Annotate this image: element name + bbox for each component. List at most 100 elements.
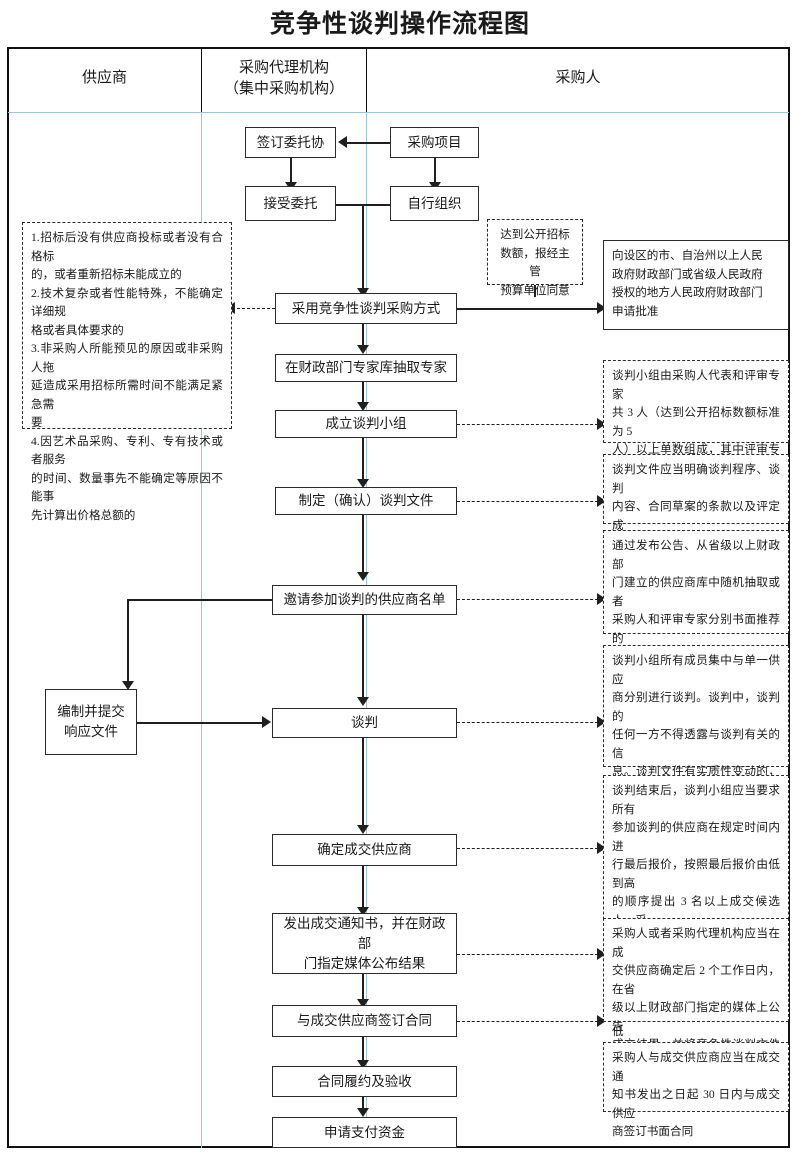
connector-form-to-composition-note [457, 424, 603, 425]
arrowhead-form-to-docs [357, 479, 369, 488]
lane-header-divider-2 [366, 48, 367, 112]
note-group-composition: 谈判小组由采购人代表和评审专家 共 3 人（达到公开招标数额标准为 5 人）以上… [603, 360, 789, 493]
note-invite-line-1: 门建立的供应商库中随机抽取或者 [612, 576, 780, 608]
node-issue-notice[interactable]: 发出成交通知书，并在财政部 门指定媒体公布结果 [272, 913, 457, 974]
note-approval-line-3: 申请批准 [612, 304, 659, 318]
connector-invite-to-prepare-h [127, 599, 272, 601]
lane-divider-1 [201, 48, 202, 1148]
arrowhead-invite-to-method-note [597, 593, 606, 605]
lane-header-supplier: 供应商 [81, 70, 127, 86]
node-sign-entrust[interactable]: 签订委托协 [245, 127, 336, 158]
lane-header-agency-line1: 采购代理机构 [238, 60, 329, 76]
arrowhead-winner-to-quote-note [597, 842, 606, 854]
connector-adopt-to-approval [457, 308, 603, 310]
arrowhead-invite-to-negotiate [357, 697, 369, 706]
connector-invite-to-prepare-v [127, 599, 129, 685]
node-form-group[interactable]: 成立谈判小组 [275, 410, 457, 438]
note-deadline-line-1: 知书发出之日起 30 日内与成交供应 [612, 1088, 780, 1120]
connector-contract-to-perform [362, 1037, 364, 1065]
note-rules-line-0: 谈判小组所有成员集中与单一供应 [612, 654, 780, 686]
arrowhead-draw-to-form [357, 402, 369, 411]
note-announce-line-2: 级以上财政部门指定的媒体上公告 [612, 1001, 780, 1033]
note-conditions-line-8: 的时间、数量事先不能确定等原因不能事 [31, 471, 223, 504]
arrowhead-negotiate-to-rules-note [597, 716, 606, 728]
node-prepare-response[interactable]: 编制并提交 响应文件 [45, 689, 137, 755]
node-invite-list[interactable]: 邀请参加谈判的供应商名单 [272, 585, 457, 615]
connector-adopt-to-conditions [232, 308, 275, 309]
lane-header-purchaser: 采购人 [555, 70, 601, 86]
note-threshold-line-0: 达到公开招标 [500, 228, 570, 241]
note-conditions-line-0: 1.招标后没有供应商投标或者没有合格标 [31, 231, 223, 263]
arrowhead-docs-to-content-note [597, 495, 606, 507]
connector-docs-to-content-note [457, 501, 603, 502]
note-quote-line-0: 谈判结束后，谈判小组应当要求所有 [612, 784, 780, 816]
connector-winner-to-quote-note [457, 848, 603, 849]
note-conditions-line-6: 要 [31, 416, 43, 429]
connector-threshold-note-down [534, 284, 536, 297]
connector-negotiate-to-rules-note [457, 722, 603, 723]
lane-header-rule [8, 112, 789, 113]
note-docs-line-1: 内容、合同草案的条款以及评定成 [612, 500, 780, 532]
connector-docs-to-invite [362, 515, 364, 577]
note-open-tender-threshold: 达到公开招标 数额，报经主管 预算单位同意 [487, 219, 583, 297]
arrowhead-contract-to-perform [357, 1060, 369, 1069]
arrowhead-merge-to-adopt [357, 288, 369, 297]
note-announce-result: 采购人或者采购代理机构应当在成 交供应商确定后 2 个工作日内，在省 级以上财政… [603, 918, 789, 1088]
connector-form-to-docs [362, 438, 364, 484]
note-conditions: 1.招标后没有供应商投标或者没有合格标 的，或者重新招标未能成立的 2.技术复杂… [22, 222, 232, 522]
node-determine-winner[interactable]: 确定成交供应商 [272, 834, 457, 866]
arrowhead-winner-to-notice [357, 907, 369, 916]
node-sign-contract[interactable]: 与成交供应商签订合同 [272, 1005, 457, 1037]
arrowhead-prepare-to-negotiate [262, 716, 271, 728]
note-announce-line-1: 交供应商确定后 2 个工作日内，在省 [612, 964, 780, 996]
note-conditions-line-4: 3.非采购人所能预见的原因或非采购人拖 [31, 342, 223, 374]
node-issue-notice-line1: 发出成交通知书，并在财政部 [283, 915, 446, 951]
connector-perform-to-payment [362, 1097, 364, 1113]
node-issue-notice-line2: 门指定媒体公布结果 [303, 955, 426, 971]
arrowhead-invite-to-prepare [122, 681, 134, 690]
note-threshold-line-2: 预算单位同意 [500, 283, 570, 297]
note-composition-line-0: 谈判小组由采购人代表和评审专家 [612, 369, 780, 401]
note-threshold-line-1: 数额，报经主管 [500, 246, 570, 279]
note-conditions-line-1: 的，或者重新招标未能成立的 [31, 268, 182, 281]
arrowhead-perform-to-payment [357, 1108, 369, 1117]
node-accept-entrust[interactable]: 接受委托 [245, 186, 336, 221]
note-conditions-line-7: 4.因艺术品采购、专利、专有技术或者服务 [31, 434, 223, 467]
node-negotiate[interactable]: 谈判 [272, 708, 457, 738]
connector-adopt-to-draw [362, 324, 364, 350]
note-approval-line-2: 授权的地方人民政府财政部门 [612, 286, 763, 299]
node-draw-experts[interactable]: 在财政部门专家库抽取专家 [275, 354, 457, 382]
arrowhead-notice-to-contract [357, 999, 369, 1008]
node-adopt-method[interactable]: 采用竞争性谈判采购方式 [275, 293, 457, 324]
connector-project-to-self [434, 158, 436, 186]
note-composition-line-1: 共 3 人（达到公开招标数额标准为 5 [612, 406, 780, 438]
page-title: 竞争性谈判操作流程图 [269, 11, 530, 38]
arrowhead-negotiate-to-winner [357, 825, 369, 834]
node-apply-payment[interactable]: 申请支付资金 [272, 1117, 457, 1148]
node-procurement-project[interactable]: 采购项目 [390, 127, 479, 158]
connector-notice-to-contract [362, 974, 364, 1004]
connector-invite-to-method-note [457, 599, 603, 600]
arrowhead-project-to-sign [338, 136, 347, 148]
note-invite-line-2: 采购人和评审专家分别书面推荐的 [612, 613, 780, 645]
node-prepare-response-line1: 编制并提交 [57, 704, 125, 719]
note-conditions-line-2: 2.技术复杂或者性能特殊，不能确定详细规 [31, 286, 223, 319]
note-approval-line-1: 政府财政部门或省级人民政府 [612, 267, 763, 281]
note-deadline-line-2: 商签订书面合同 [612, 1125, 694, 1138]
node-make-docs[interactable]: 制定（确认）谈判文件 [275, 487, 457, 515]
node-self-organize[interactable]: 自行组织 [390, 186, 479, 221]
note-invite-method: 通过发布公告、从省级以上财政部 门建立的供应商库中随机抽取或者 采购人和评审专家… [603, 530, 789, 700]
connector-notice-to-announce-note [457, 954, 603, 955]
note-approval-line-0: 向设区的市、自治州以上人民 [612, 249, 763, 262]
arrowhead-docs-to-invite [357, 572, 369, 581]
note-announce-line-0: 采购人或者采购代理机构应当在成 [612, 927, 780, 959]
node-perform-accept[interactable]: 合同履约及验收 [272, 1066, 457, 1097]
note-quote-line-2: 行最后报价，按照最后报价由低到高 [612, 858, 780, 890]
node-prepare-response-line2: 响应文件 [64, 724, 118, 739]
connector-contract-to-deadline-note [457, 1021, 603, 1022]
note-docs-content: 谈判文件应当明确谈判程序、谈判 内容、合同草案的条款以及评定成 效的标准等事项 [603, 454, 789, 550]
arrowhead-form-to-composition-note [597, 418, 606, 430]
note-apply-approval: 向设区的市、自治州以上人民 政府财政部门或省级人民政府 授权的地方人民政府财政部… [603, 240, 789, 330]
connector-negotiate-to-winner [362, 738, 364, 830]
connector-winner-to-notice [362, 866, 364, 912]
